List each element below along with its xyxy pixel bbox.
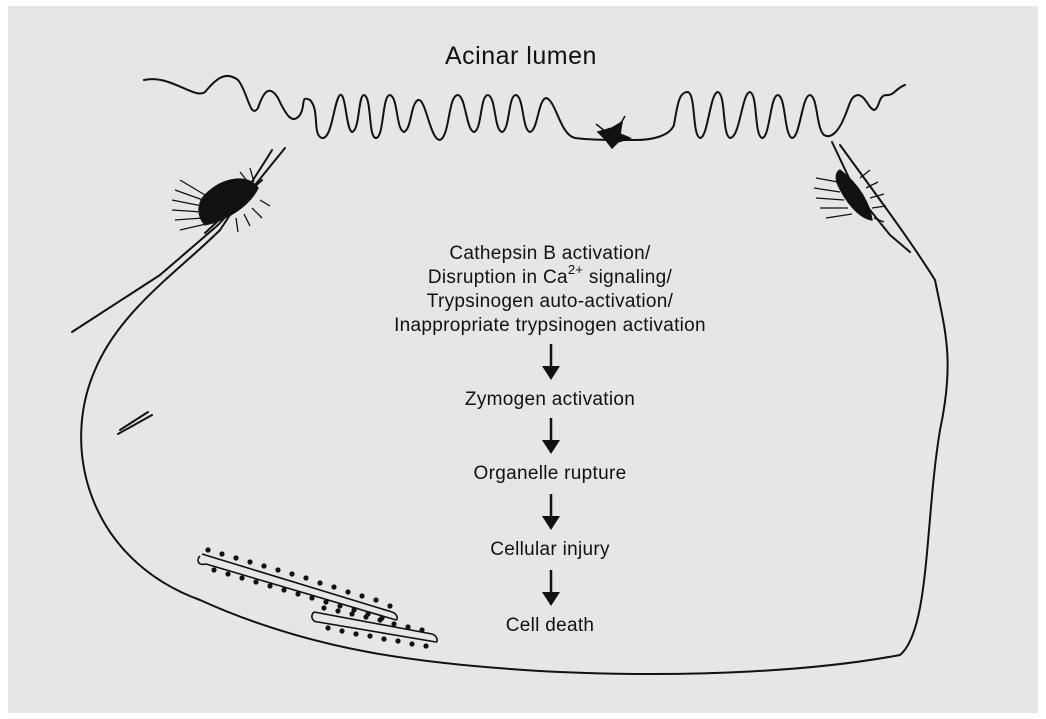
trigger-line-1: Cathepsin B activation/ [380, 242, 720, 266]
arrow-down-icon [542, 570, 560, 606]
step-zymogen-activation: Zymogen activation [400, 388, 700, 412]
arrow-down-icon [542, 344, 560, 380]
trigger-line-3: Trypsinogen auto-activation/ [380, 290, 720, 314]
apical-debris-mark [596, 116, 630, 148]
step-organelle-rupture: Organelle rupture [400, 462, 700, 486]
junction-strand-right [832, 142, 910, 252]
trigger-line-2-post: signaling/ [583, 267, 672, 288]
trigger-line-2: Disruption in Ca2+ signaling/ [380, 266, 720, 290]
calcium-charge: 2+ [568, 262, 583, 277]
apical-membrane-microvilli [144, 76, 905, 140]
arrow-down-icon [542, 418, 560, 454]
arrow-down-icon [542, 494, 560, 530]
ribosomes [205, 547, 428, 648]
lumen-title: Acinar lumen [445, 42, 597, 71]
step-cell-death: Cell death [400, 614, 700, 638]
step-cellular-injury: Cellular injury [400, 538, 700, 562]
organelle-fragment [120, 412, 148, 430]
junction-strand-left [72, 148, 285, 332]
desmosome-right [814, 170, 886, 222]
trigger-line-4: Inappropriate trypsinogen activation [330, 314, 770, 338]
trigger-line-2-pre: Disruption in Ca [428, 267, 568, 288]
